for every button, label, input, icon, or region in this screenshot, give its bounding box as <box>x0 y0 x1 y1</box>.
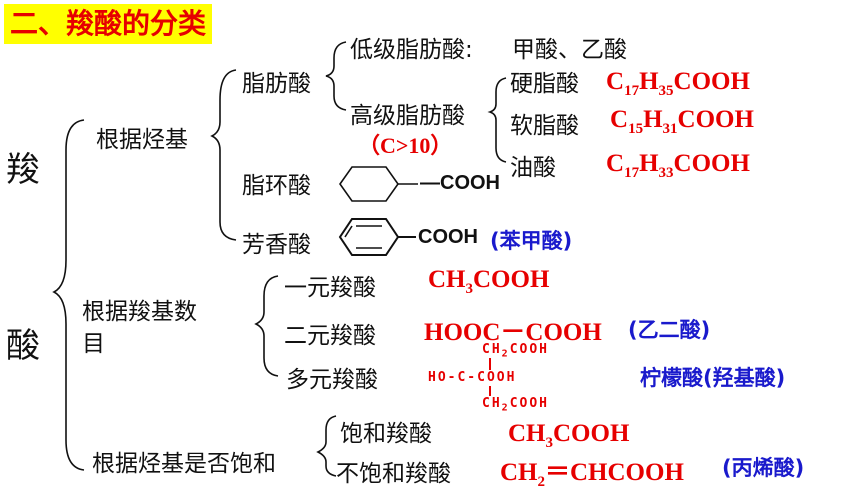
mono-acid-label: 一元羧酸 <box>284 275 376 301</box>
citric-line-3: CH2COOH <box>482 396 549 414</box>
oleic-acid-formula: C17H33COOH <box>606 150 750 181</box>
benzene-ring <box>338 218 400 256</box>
saturated-acid-formula: CH3COOH <box>508 420 630 451</box>
acrylic-acid-name: (丙烯酸) <box>722 456 805 480</box>
cyclohexane-ring <box>339 166 399 202</box>
aromatic-label: 芳香酸 <box>242 232 311 258</box>
lower-fatty-acid-examples: 甲酸、乙酸 <box>512 37 627 63</box>
mono-acid-formula: CH3COOH <box>428 266 550 297</box>
oleic-acid-name: 油酸 <box>510 155 556 181</box>
saturated-acid-label: 饱和羧酸 <box>340 421 432 447</box>
citric-line-1: CH2COOH <box>482 342 549 360</box>
aliphatic-label: 脂肪酸 <box>242 71 311 97</box>
palmitic-acid-name: 软脂酸 <box>510 113 579 139</box>
higher-fatty-acid-label: 高级脂肪酸 <box>350 103 465 129</box>
poly-acid-label: 多元羧酸 <box>286 367 378 393</box>
palmitic-acid-formula: C15H31COOH <box>610 106 754 137</box>
di-acid-label: 二元羧酸 <box>284 323 376 349</box>
citric-acid-name: 柠檬酸(羟基酸) <box>640 366 786 390</box>
carboxyl-brace <box>254 275 279 377</box>
alicyclic-cooh: —COOH <box>420 172 500 194</box>
root-char-1: 羧 <box>6 150 40 190</box>
higher-fatty-acid-note: （C>10） <box>358 133 453 158</box>
alicyclic-label: 脂环酸 <box>242 173 311 199</box>
stearic-acid-name: 硬脂酸 <box>510 71 579 97</box>
oxalic-acid-name: (乙二酸) <box>628 318 711 342</box>
main-brace <box>52 119 85 471</box>
saturation-brace <box>316 415 337 477</box>
section-title: 二、羧酸的分类 <box>4 4 213 44</box>
stearic-acid-formula: C17H35COOH <box>606 68 750 99</box>
by-carboxyl-label-2: 目 <box>82 331 105 357</box>
benzoic-acid-name: (苯甲酸) <box>490 229 573 253</box>
lower-fatty-acid-label: 低级脂肪酸: <box>350 37 473 63</box>
root-char-2: 酸 <box>6 326 40 366</box>
unsaturated-acid-formula: CH2＝CHCOOH <box>500 459 684 490</box>
aliphatic-brace <box>325 41 347 111</box>
by-hydrocarbon-label: 根据烃基 <box>96 127 188 153</box>
by-carboxyl-label-1: 根据羧基数 <box>82 299 197 325</box>
unsaturated-acid-label: 不饱和羧酸 <box>336 461 451 487</box>
higher-brace <box>487 77 507 163</box>
citric-line-2: HO-C-COOH <box>428 370 517 385</box>
by-saturation-label: 根据烃基是否饱和 <box>92 451 276 477</box>
aromatic-cooh: COOH <box>418 226 478 248</box>
hydrocarbon-brace <box>210 69 237 241</box>
di-acid-formula: HOOC－COOH <box>424 319 602 346</box>
